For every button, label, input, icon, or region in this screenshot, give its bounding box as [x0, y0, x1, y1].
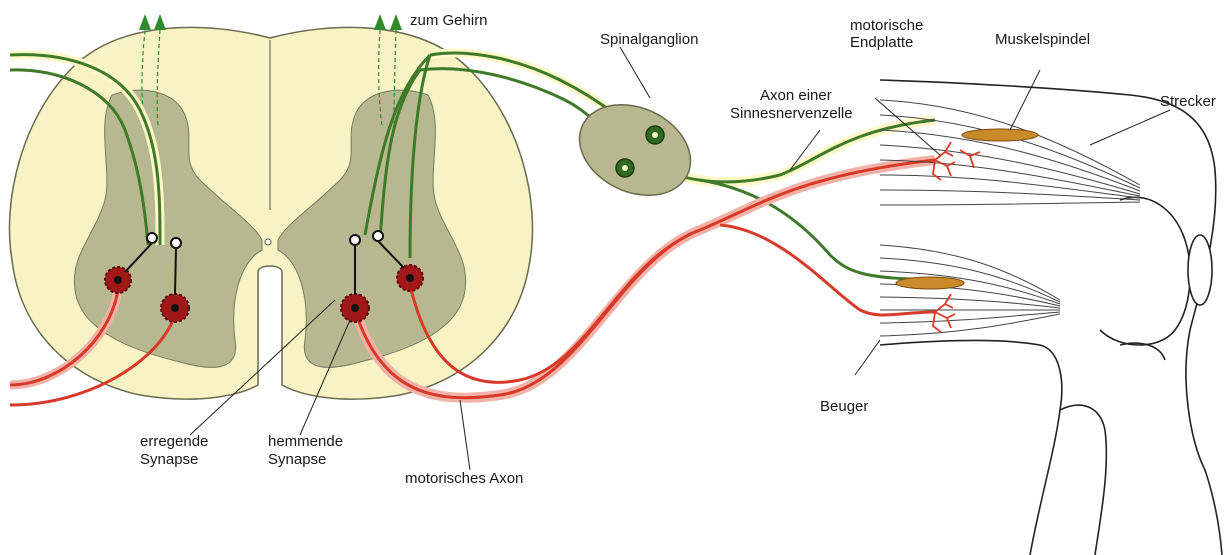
label-motorisches-axon: motorisches Axon: [405, 470, 523, 487]
label-muskelspindel: Muskelspindel: [995, 31, 1090, 48]
label-sinnesnervenzelle: Sinnesnervenzelle: [730, 105, 853, 122]
extensor-muscle: [880, 100, 1140, 205]
label-hemmende-synapse: Synapse: [268, 451, 326, 468]
motor-neuron-right-1: [341, 294, 369, 322]
label-motorische: motorische: [850, 17, 923, 34]
label-zum-gehirn: zum Gehirn: [410, 12, 488, 29]
label-erregende-synapse: Synapse: [140, 451, 198, 468]
label-spinalganglion: Spinalganglion: [600, 31, 698, 48]
central-canal: [265, 239, 271, 245]
motor-neuron-right-2: [397, 265, 423, 291]
label-axon-einer: Axon einer: [760, 87, 832, 104]
spinal-ganglion: [565, 87, 706, 212]
label-hemmende: hemmende: [268, 433, 343, 450]
label-beuger: Beuger: [820, 398, 868, 415]
muscle-spindle: [896, 129, 1038, 289]
motor-end-plates: [933, 142, 980, 332]
label-strecker: Strecker: [1160, 93, 1216, 110]
leg-outline: [880, 80, 1222, 555]
flexor-muscle: [880, 245, 1060, 336]
motor-neuron-left-2: [161, 294, 189, 322]
label-endplatte: Endplatte: [850, 34, 913, 51]
label-erregende: erregende: [140, 433, 208, 450]
